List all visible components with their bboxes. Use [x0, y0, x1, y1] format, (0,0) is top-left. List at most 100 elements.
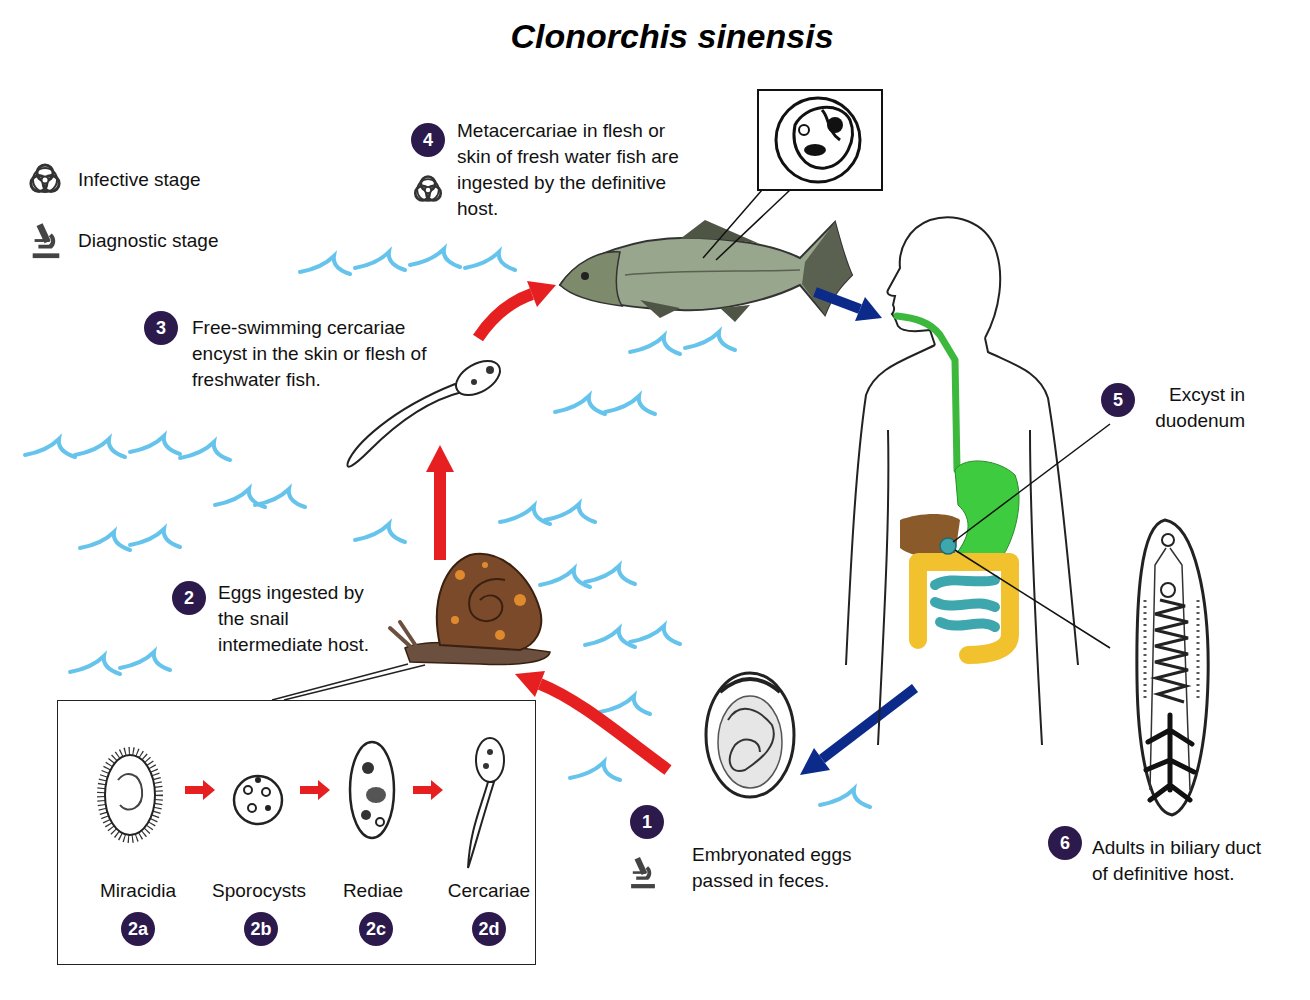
snail-stages — [234, 776, 282, 824]
metacercaria-inset — [703, 90, 882, 260]
adult-fluke — [1137, 520, 1208, 815]
water-waves — [120, 652, 170, 670]
cercaria — [471, 379, 477, 385]
stage-label: Embryonated eggs passed in feces. — [692, 842, 867, 894]
adult-fluke — [1146, 715, 1194, 800]
snail — [482, 562, 488, 568]
snail-stages — [118, 774, 142, 810]
snail-stages — [101, 751, 159, 839]
stage-name: Sporocysts — [212, 879, 306, 903]
callout-text: 3 — [156, 318, 166, 338]
adult-fluke — [1161, 583, 1175, 597]
snail-stages — [350, 742, 394, 838]
callout-text: 4 — [423, 130, 433, 150]
legend-icons — [631, 857, 655, 888]
metacercaria-inset — [804, 144, 826, 156]
water-waves — [80, 532, 130, 550]
callout-number: 3 — [144, 311, 178, 345]
snail — [272, 554, 550, 700]
snail-stages — [300, 780, 330, 800]
stage-label: Free-swimming cercariae encyst in the sk… — [192, 315, 437, 393]
water-waves — [355, 524, 405, 542]
life-cycle-arrows — [527, 281, 556, 307]
water-waves — [130, 529, 180, 547]
egg — [706, 673, 794, 797]
snail — [272, 664, 408, 700]
stage-name: Cercariae — [448, 879, 530, 903]
water-waves — [585, 566, 635, 584]
snail-stages — [244, 786, 252, 794]
human-body — [940, 538, 956, 554]
cercaria — [347, 384, 462, 467]
egg — [720, 679, 780, 692]
water-waves — [25, 249, 870, 807]
stage-label: Adults in biliary duct of definitive hos… — [1092, 835, 1274, 887]
water-waves — [630, 336, 680, 354]
legend-icons — [415, 177, 440, 201]
adult-fluke — [1137, 520, 1208, 815]
fish — [640, 300, 750, 322]
water-waves — [605, 396, 655, 414]
snail-stages — [487, 749, 493, 755]
metacercaria-inset — [799, 125, 809, 135]
callout-text: 2b — [250, 919, 271, 939]
life-cycle-arrows — [540, 684, 668, 770]
legend-icons — [31, 165, 655, 888]
stage-panel: MiracidiaSporocystsRediaeCercariae2a2b2c… — [57, 700, 536, 965]
cercaria — [450, 354, 506, 402]
life-cycle-arrows — [815, 292, 860, 309]
leader-lines — [953, 424, 1110, 542]
human-body — [887, 217, 1000, 345]
life-cycle-arrows — [855, 297, 882, 321]
water-waves — [255, 489, 305, 507]
callout-text: 6 — [1060, 833, 1070, 853]
stage-label: Excyst in duodenum — [1133, 382, 1245, 434]
life-cycle-arrows — [478, 294, 532, 338]
callout-number: 5 — [1101, 383, 1135, 417]
snail — [451, 616, 459, 624]
callout-text: 2a — [128, 919, 148, 939]
snail-stages — [255, 777, 261, 783]
callout-text: 5 — [1113, 390, 1123, 410]
snail — [437, 554, 541, 650]
snail — [495, 630, 505, 640]
fish — [581, 272, 589, 280]
human-body — [955, 461, 1019, 569]
adult-fluke — [1155, 600, 1188, 702]
metacercaria-inset — [822, 110, 840, 140]
life-cycle-arrows — [822, 688, 915, 759]
water-waves — [75, 439, 125, 457]
water-waves — [500, 506, 550, 524]
water-waves — [410, 249, 460, 267]
snail-stages — [185, 780, 215, 800]
adult-fluke — [1162, 534, 1174, 546]
water-waves — [300, 256, 350, 274]
stage-name: Miracidia — [100, 879, 176, 903]
fish — [560, 252, 622, 306]
egg — [718, 696, 782, 788]
legend-icons — [31, 165, 59, 192]
cercaria — [347, 354, 505, 467]
legend-text: Infective stage — [78, 167, 201, 193]
water-waves — [465, 252, 515, 270]
human-body — [935, 580, 995, 627]
callout-number: 2b — [244, 912, 278, 946]
water-waves — [600, 696, 650, 714]
diagram-title: Clonorchis sinensis — [372, 14, 972, 58]
snail — [469, 579, 505, 621]
metacercaria-inset — [716, 190, 790, 260]
metacercaria-inset — [776, 98, 860, 182]
callout-number: 2a — [121, 912, 155, 946]
snail-stages — [483, 763, 489, 769]
egg — [728, 709, 774, 771]
water-waves — [25, 439, 75, 457]
life-cycle-arrows — [515, 671, 545, 697]
metacercaria-inset — [794, 107, 852, 168]
egg — [706, 673, 794, 797]
snail-stages — [262, 788, 270, 796]
snail-stages — [361, 810, 371, 820]
snail — [284, 665, 425, 700]
water-waves — [70, 656, 120, 674]
water-waves — [555, 396, 605, 414]
life-cycle-arrows — [800, 748, 830, 775]
